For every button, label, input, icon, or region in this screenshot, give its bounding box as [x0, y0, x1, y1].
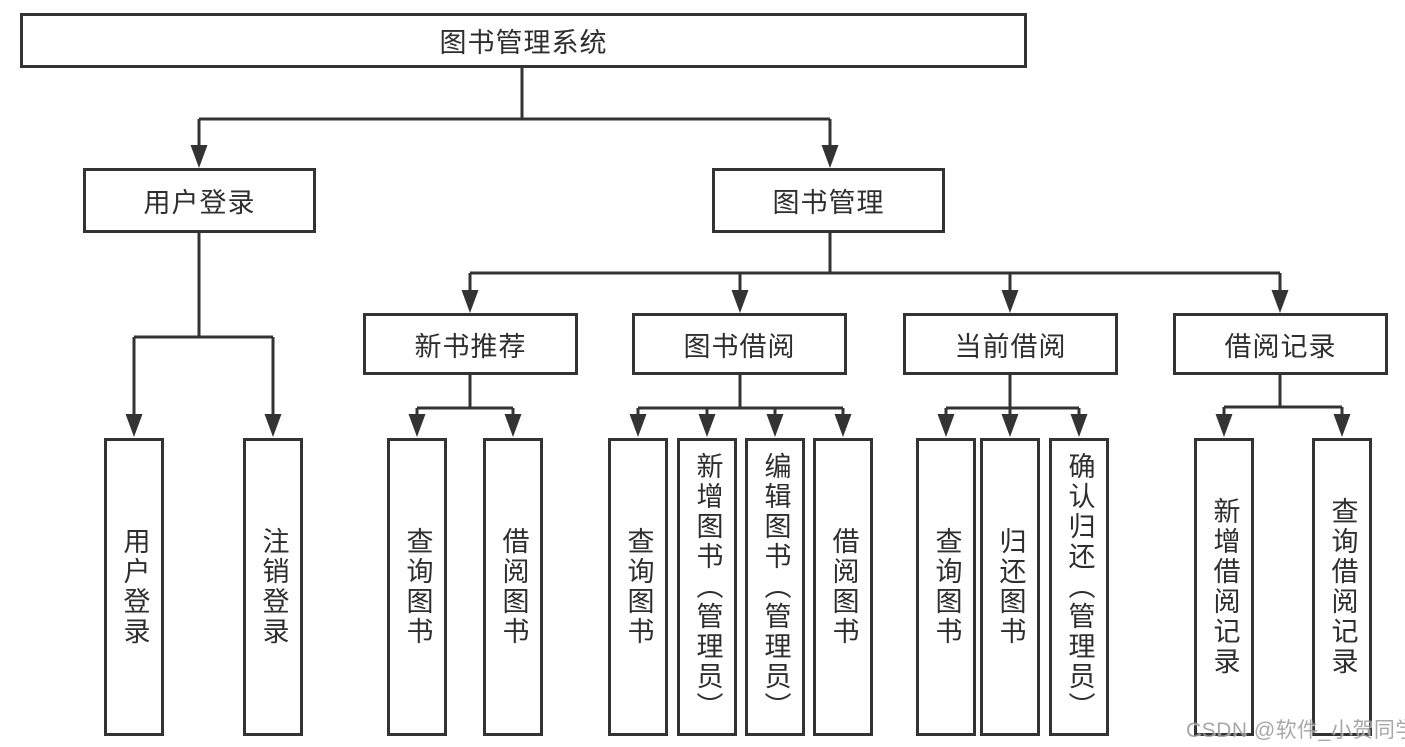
- leaf-logout-label: 注销登录: [258, 527, 289, 647]
- node-book-borrowing-label: 图书借阅: [683, 331, 796, 362]
- node-current-borrowing-label: 当前借阅: [954, 331, 1067, 362]
- leaf-borrow-books-recommend-label: 借阅图书: [498, 527, 529, 647]
- leaf-query-books-recommend-label: 查询图书: [402, 527, 433, 647]
- leaf-borrow-books-label: 借阅图书: [828, 527, 859, 647]
- node-root-system: 图书管理系统: [20, 13, 1027, 68]
- node-root-label: 图书管理系统: [439, 28, 608, 58]
- leaf-query-borrow-record-label: 查询借阅记录: [1327, 497, 1358, 677]
- connector-book-mgmt-children: [461, 233, 1289, 313]
- leaf-add-books-admin: 新增图书（管理员）: [677, 438, 737, 736]
- leaf-add-books-admin-label: 新增图书（管理员）: [692, 452, 723, 722]
- node-borrowing-records-label: 借阅记录: [1224, 331, 1337, 362]
- leaf-query-borrow-record: 查询借阅记录: [1312, 438, 1372, 736]
- node-new-book-label: 新书推荐: [414, 331, 527, 362]
- leaf-borrow-books-recommend: 借阅图书: [483, 438, 543, 736]
- connector-root-to-level2: [190, 68, 839, 168]
- leaf-user-login: 用户登录: [104, 438, 164, 736]
- leaf-add-borrow-record-label: 新增借阅记录: [1209, 497, 1240, 677]
- csdn-watermark: CSDN @软件_小贺同学: [1186, 719, 1405, 742]
- leaf-borrow-books: 借阅图书: [813, 438, 873, 736]
- leaf-query-books-current: 查询图书: [916, 438, 976, 736]
- leaf-logout: 注销登录: [243, 438, 303, 736]
- connector-user-login-children: [125, 233, 282, 437]
- node-new-book-recommendation: 新书推荐: [363, 313, 578, 375]
- connector-borrowing-children: [629, 375, 852, 437]
- node-book-management-label: 图书管理: [772, 188, 885, 218]
- leaf-confirm-return-admin-label: 确认归还（管理员）: [1064, 452, 1095, 722]
- node-book-borrowing: 图书借阅: [632, 313, 847, 375]
- node-user-login: 用户登录: [83, 168, 316, 233]
- leaf-return-books: 归还图书: [980, 438, 1040, 736]
- connector-new-book-children: [408, 375, 522, 437]
- node-user-login-label: 用户登录: [143, 188, 256, 218]
- leaf-query-books-borrowing-label: 查询图书: [623, 527, 654, 647]
- leaf-edit-books-admin: 编辑图书（管理员）: [745, 438, 805, 736]
- connector-records-children: [1215, 375, 1351, 437]
- leaf-confirm-return-admin: 确认归还（管理员）: [1049, 438, 1109, 736]
- node-book-management: 图书管理: [712, 168, 945, 233]
- leaf-user-login-label: 用户登录: [119, 527, 150, 647]
- leaf-add-borrow-record: 新增借阅记录: [1194, 438, 1254, 736]
- leaf-query-books-current-label: 查询图书: [931, 527, 962, 647]
- leaf-query-books-borrowing: 查询图书: [608, 438, 668, 736]
- leaf-query-books-recommend: 查询图书: [387, 438, 447, 736]
- node-current-borrowing: 当前借阅: [903, 313, 1118, 375]
- connector-current-children: [937, 375, 1088, 437]
- leaf-return-books-label: 归还图书: [995, 527, 1026, 647]
- leaf-edit-books-admin-label: 编辑图书（管理员）: [760, 452, 791, 722]
- node-borrowing-records: 借阅记录: [1173, 313, 1388, 375]
